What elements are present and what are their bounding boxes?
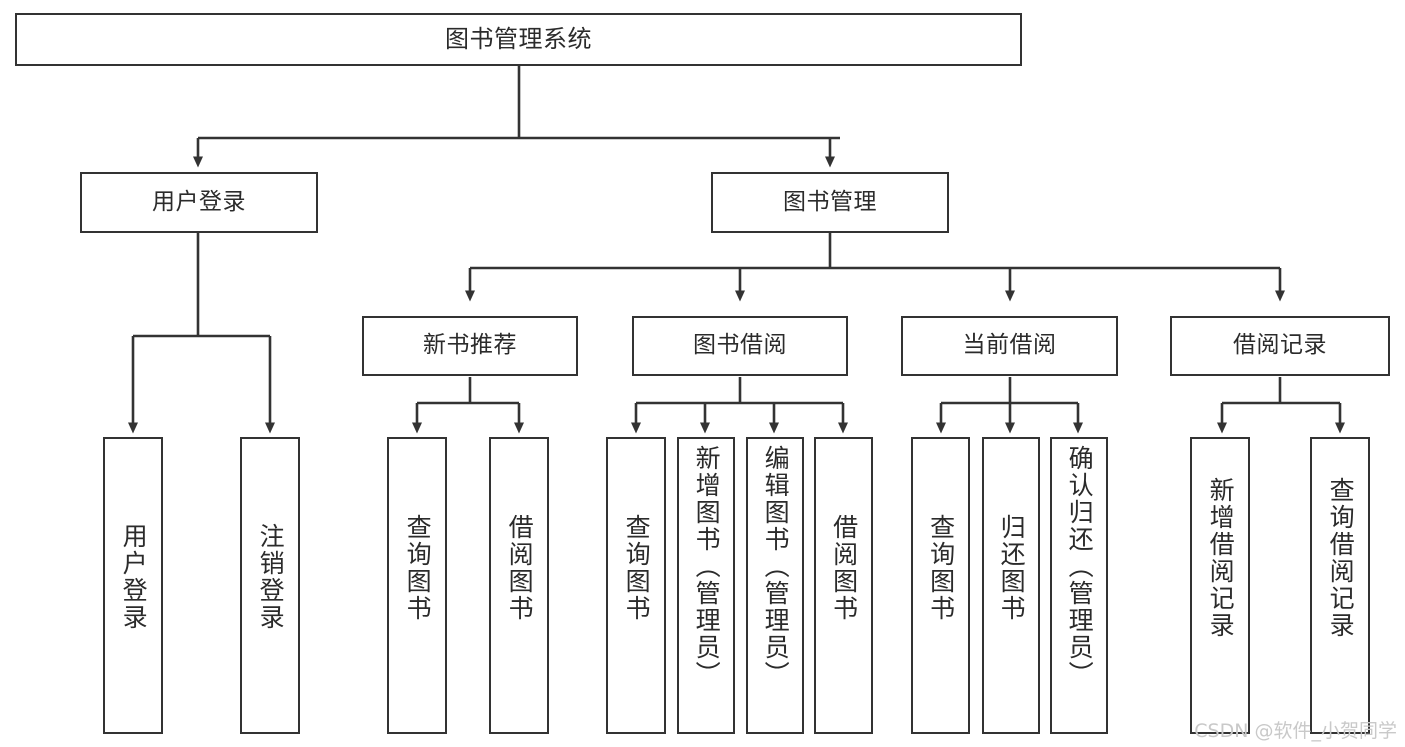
node-label: 查询图书	[403, 514, 433, 622]
leaf-book-borrow-query-books[interactable]: 查询图书	[606, 437, 666, 734]
node-label: 归还图书	[997, 514, 1027, 622]
node-label: 注销登录	[256, 523, 286, 631]
leaf-book-borrow-borrow-books[interactable]: 借阅图书	[814, 437, 873, 734]
node-book-borrow[interactable]: 图书借阅	[632, 316, 848, 376]
leaf-current-borrow-return-books[interactable]: 归还图书	[982, 437, 1040, 734]
leaf-current-borrow-query-books[interactable]: 查询图书	[911, 437, 970, 734]
node-borrow-record[interactable]: 借阅记录	[1170, 316, 1390, 376]
node-label: 当前借阅	[962, 332, 1057, 359]
node-user-login[interactable]: 用户登录	[80, 172, 318, 233]
node-label: 新增图书（管理员）	[692, 445, 722, 688]
leaf-book-borrow-edit-book-admin[interactable]: 编辑图书（管理员）	[746, 437, 804, 734]
node-book-management[interactable]: 图书管理	[711, 172, 949, 233]
leaf-book-borrow-add-book-admin[interactable]: 新增图书（管理员）	[677, 437, 735, 734]
node-current-borrow[interactable]: 当前借阅	[901, 316, 1118, 376]
leaf-borrow-record-query-record[interactable]: 查询借阅记录	[1310, 437, 1370, 734]
node-label: 借阅记录	[1233, 332, 1327, 359]
leaf-new-book-borrow-books[interactable]: 借阅图书	[489, 437, 549, 734]
node-label: 编辑图书（管理员）	[761, 445, 791, 688]
node-label: 图书管理系统	[445, 25, 592, 54]
node-label: 用户登录	[119, 523, 149, 631]
node-label: 确认归还（管理员）	[1065, 445, 1095, 688]
node-label: 借阅图书	[505, 514, 535, 622]
leaf-user-login-logout[interactable]: 注销登录	[240, 437, 300, 734]
node-label: 查询图书	[926, 514, 956, 622]
node-label: 图书管理	[783, 188, 877, 215]
node-label: 查询图书	[622, 514, 652, 622]
node-label: 新增借阅记录	[1206, 477, 1236, 639]
node-label: 查询借阅记录	[1326, 477, 1356, 639]
leaf-user-login-login[interactable]: 用户登录	[103, 437, 163, 734]
leaf-current-borrow-confirm-return-admin[interactable]: 确认归还（管理员）	[1050, 437, 1108, 734]
node-label: 借阅图书	[829, 514, 859, 622]
node-label: 图书借阅	[693, 332, 787, 359]
node-label: 新书推荐	[423, 332, 517, 359]
node-root-book-management-system[interactable]: 图书管理系统	[15, 13, 1022, 66]
node-label: 用户登录	[152, 188, 246, 215]
leaf-borrow-record-add-record[interactable]: 新增借阅记录	[1190, 437, 1250, 734]
node-new-book-recommend[interactable]: 新书推荐	[362, 316, 578, 376]
leaf-new-book-query-books[interactable]: 查询图书	[387, 437, 447, 734]
